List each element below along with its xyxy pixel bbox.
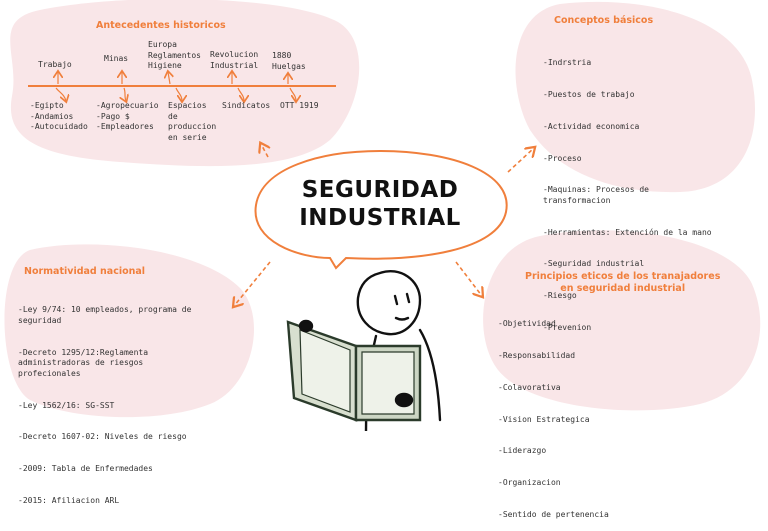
principios-list: -Objetividad -Responsabilidad -Colavorat… [498,298,609,531]
list-item: -Vision Estrategica [498,414,590,424]
list-item: -Liderazgo [498,446,547,456]
reading-person-illustration [286,270,442,431]
diagram-canvas [4,0,761,431]
conceptos-title: Conceptos básicos [554,15,654,26]
central-title-line1: SEGURIDAD [301,177,459,203]
normatividad-title: Normatividad nacional [24,266,146,277]
list-item: -Herramientas: Extención de la mano [543,227,712,237]
list-item: -Ley 1562/16: SG-SST [18,400,115,410]
list-item: -Sentido de pertenencia [498,509,609,519]
timeline-bottom-label: Sindicatos [222,101,271,110]
conceptos-list: -Indrstria -Puestos de trabajo -Activida… [543,37,712,344]
timeline-bottom-label: Espacios de produccion en serie [168,101,217,142]
list-item: -Objetividad [498,319,556,329]
arrow-to-conceptos [507,148,534,173]
arrow-to-principios [455,261,482,296]
list-item: -Decreto 1607-02: Niveles de riesgo [18,432,187,442]
list-item: -2009: Tabla de Enfermedades [18,464,153,474]
list-item: -Puestos de trabajo [543,89,635,99]
timeline-bottom-label: -Egipto -Andamios -Autocuidado [30,101,88,132]
timeline-bottom-label: OTT 1919 [280,101,319,110]
timeline-top-label: Europa Reglamentos Higiene [148,40,201,71]
list-item: -Maquinas: Procesos de transformacion [543,185,649,205]
list-item: -Indrstria [543,58,592,68]
antecedentes-blob [10,0,360,167]
list-item: -Responsabilidad [498,350,576,360]
conceptos-blob [515,1,755,193]
list-item: -Colavorativa [498,382,561,392]
list-item: -Organizacion [498,478,561,488]
list-item: -Ley 9/74: 10 empleados, programa de seg… [18,305,192,325]
central-title: SEGURIDAD INDUSTRIAL [280,176,480,232]
central-title-line2: INDUSTRIAL [299,205,461,231]
principios-title: Principios eticos de los tranajadores en… [525,271,721,294]
normatividad-blob [4,244,255,418]
list-item: -Seguridad industrial [543,259,645,269]
list-item: -Decreto 1295/12:Reglamenta administrado… [18,347,149,378]
arrow-to-normatividad [234,261,271,306]
timeline-bottom-label: -Agropecuario -Pago $ -Empleadores [96,101,159,132]
list-item: -Proceso [543,153,582,163]
antecedentes-title: Antecedentes historicos [96,20,226,31]
list-item: -Riesgo [543,291,577,301]
timeline-top-label: 1880 Huelgas [272,51,306,71]
timeline-top-label: Trabajo [38,60,72,69]
timeline-top-label: Minas [104,54,129,63]
title-bubble [254,149,508,270]
principios-blob [483,230,761,411]
list-item: -Prevenion [543,323,592,333]
normatividad-list: -Ley 9/74: 10 empleados, programa de seg… [18,284,191,517]
arrow-to-antecedentes [261,144,268,158]
list-item: -Actividad economica [543,121,640,131]
list-item: -2015: Afiliacion ARL [18,495,120,505]
timeline-top-label: Revolucion Industrial [210,50,259,70]
